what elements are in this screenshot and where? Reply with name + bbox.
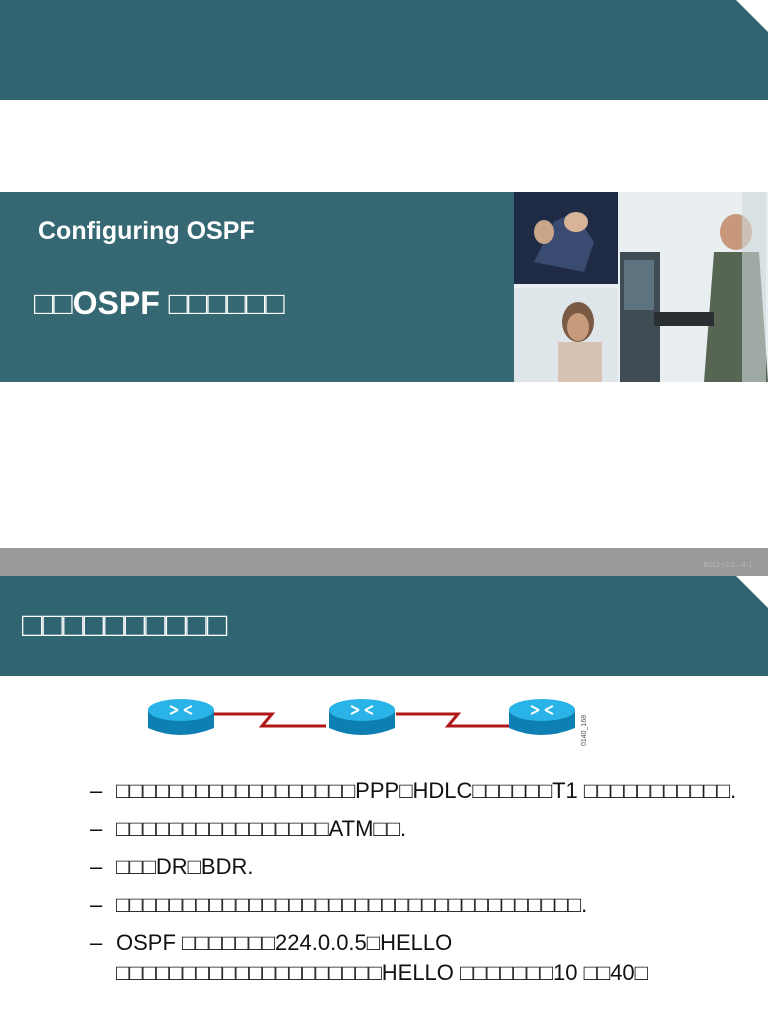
router-icon-2 bbox=[329, 699, 395, 735]
network-diagram: 0140_168 bbox=[148, 699, 588, 746]
bullet-text: □□□□□□□□□□□□□□□□ATM□□. bbox=[116, 816, 407, 841]
bullet-text: □□□□□□□□□□□□□□□□□□□□□□□□□□□□□□□□□□□. bbox=[116, 892, 588, 917]
bullet-dash: – bbox=[90, 930, 103, 955]
bullet-dash: – bbox=[90, 854, 103, 879]
slide-divider-strip: BSCI v2.2—4-1 bbox=[0, 548, 768, 576]
bullet-text: □□□□□□□□□□□□□□□□□□PPP□HDLC□□□□□□T1 □□□□□… bbox=[116, 778, 737, 803]
bullet-list: – □□□□□□□□□□□□□□□□□□PPP□HDLC□□□□□□T1 □□□… bbox=[90, 776, 750, 996]
photo-collage-image bbox=[514, 192, 768, 382]
bullet-item: – □□□□□□□□□□□□□□□□□□PPP□HDLC□□□□□□T1 □□□… bbox=[90, 776, 750, 806]
bullet-dash: – bbox=[90, 892, 103, 917]
photo-collage bbox=[514, 192, 768, 382]
slide-subtitle: Configuring OSPF bbox=[38, 217, 255, 245]
title-band bbox=[0, 192, 514, 382]
corner-notch bbox=[736, 0, 768, 32]
slide-footer: BSCI v2.2—4-1 bbox=[703, 562, 752, 569]
corner-notch bbox=[736, 576, 768, 608]
bullet-item: – □□□□□□□□□□□□□□□□□□□□□□□□□□□□□□□□□□□. bbox=[90, 890, 750, 920]
bullet-text: OSPF □□□□□□□224.0.0.5□HELLO □□□□□□□□□□□□… bbox=[116, 930, 648, 985]
title-slide-top-bar bbox=[0, 0, 768, 100]
bullet-item: – □□□DR□BDR. bbox=[90, 852, 750, 882]
content-slide-title: □□□□□□□□□□ bbox=[22, 606, 228, 644]
router-icon-3 bbox=[509, 699, 575, 735]
content-slide-header: □□□□□□□□□□ bbox=[0, 576, 768, 676]
serial-link-1 bbox=[210, 712, 326, 728]
slide-title: □□OSPF □□□□□□ bbox=[34, 285, 285, 321]
bullet-dash: – bbox=[90, 816, 103, 841]
bullet-item: – □□□□□□□□□□□□□□□□ATM□□. bbox=[90, 814, 750, 844]
title-slide: Configuring OSPF □□OSPF □□□□□□ bbox=[0, 0, 768, 382]
bullet-text: □□□DR□BDR. bbox=[116, 854, 254, 879]
content-slide: □□□□□□□□□□ 0140_168 – □□□□□□□□□□□□□□□□□□… bbox=[0, 576, 768, 1024]
diagram-id-label: 0140_168 bbox=[581, 715, 588, 746]
bullet-dash: – bbox=[90, 778, 103, 803]
serial-link-2 bbox=[396, 712, 510, 728]
router-icon-1 bbox=[148, 699, 214, 735]
bullet-item: – OSPF □□□□□□□224.0.0.5□HELLO □□□□□□□□□□… bbox=[90, 928, 750, 988]
